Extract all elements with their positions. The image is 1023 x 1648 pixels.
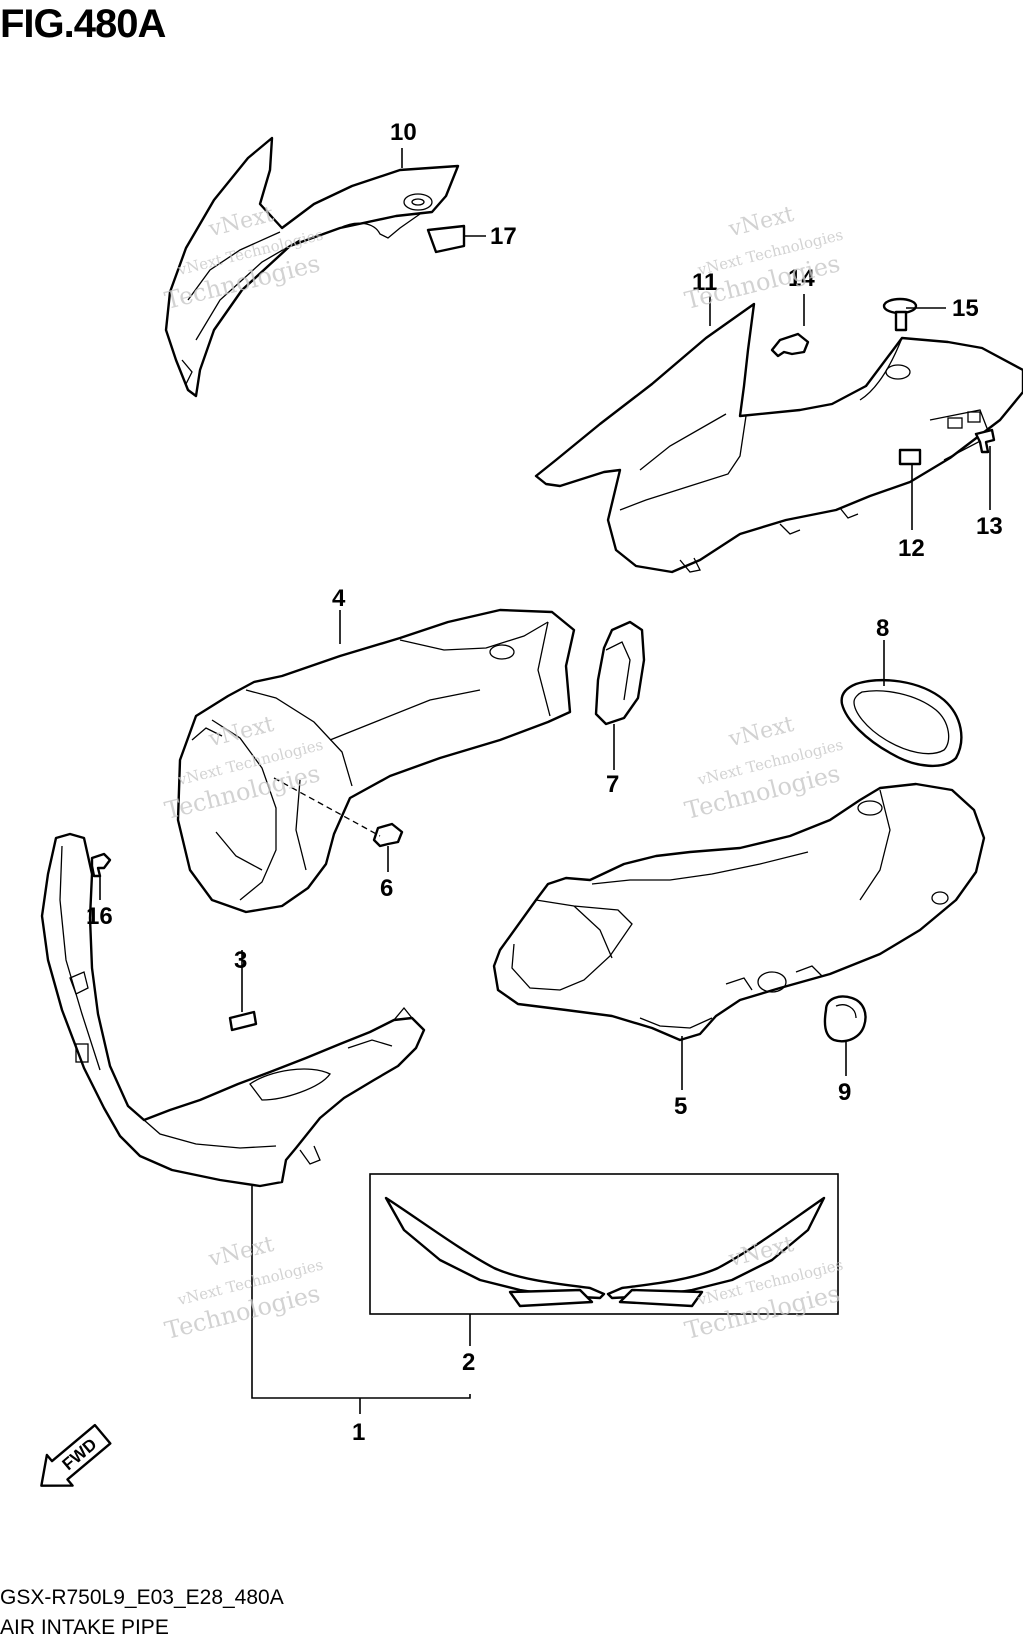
callout-3: 3	[234, 947, 247, 974]
callout-9: 9	[838, 1079, 851, 1106]
callouts: 10 17 11 14 15 12 13 4 8 7 6 16 3 5 9 2 …	[86, 119, 1003, 1446]
watermark-5: vNext vNext Technologies Technologies	[162, 1232, 325, 1345]
callout-1: 1	[352, 1419, 365, 1446]
part-6-screw	[372, 822, 404, 848]
callout-5: 5	[674, 1093, 687, 1120]
callout-15: 15	[952, 295, 979, 322]
part-9-grommet	[823, 995, 867, 1043]
fwd-arrow-icon: FWD	[40, 1423, 112, 1487]
leader-lines	[99, 148, 991, 1414]
svg-text:vNext: vNext	[725, 202, 796, 242]
part-17-label	[426, 224, 466, 254]
callout-7: 7	[606, 771, 619, 798]
callout-11: 11	[692, 269, 717, 296]
callout-10: 10	[390, 119, 417, 146]
callout-4: 4	[332, 585, 346, 612]
part-15-fastener	[882, 297, 918, 332]
callout-13: 13	[976, 513, 1003, 540]
part-4-air-intake-duct	[176, 608, 576, 914]
part-7-seal	[594, 620, 646, 726]
part-16-screw	[90, 852, 112, 878]
callout-16: 16	[86, 903, 113, 930]
svg-text:vNext: vNext	[725, 712, 796, 752]
part-8-seal-ring	[840, 678, 963, 768]
callout-6: 6	[380, 875, 393, 902]
part-13-screw	[974, 428, 996, 454]
part-1-lower-cowling	[40, 832, 426, 1188]
part-11-side-fairing	[534, 302, 1023, 574]
part-2-decal-box	[369, 1173, 839, 1315]
part-10-side-cover-upper	[164, 136, 460, 398]
part-3-label	[228, 1010, 258, 1032]
callout-12: 12	[898, 535, 925, 562]
watermark-2: vNext vNext Technologies Technologies	[682, 202, 845, 315]
callout-14: 14	[788, 265, 815, 292]
watermark-4: vNext vNext Technologies Technologies	[682, 712, 845, 825]
callout-17: 17	[490, 223, 517, 250]
part-14-screw	[770, 332, 810, 358]
callout-2: 2	[462, 1349, 475, 1376]
part-5-air-intake-duct-lower	[492, 782, 986, 1042]
part-12-clip	[898, 448, 922, 466]
figure-caption: AIR INTAKE PIPE	[0, 1616, 169, 1639]
callout-8: 8	[876, 615, 889, 642]
model-code: GSX-R750L9_E03_E28_480A	[0, 1586, 284, 1609]
figure-title: FIG.480A	[0, 2, 166, 46]
svg-text:vNext: vNext	[205, 1232, 276, 1272]
